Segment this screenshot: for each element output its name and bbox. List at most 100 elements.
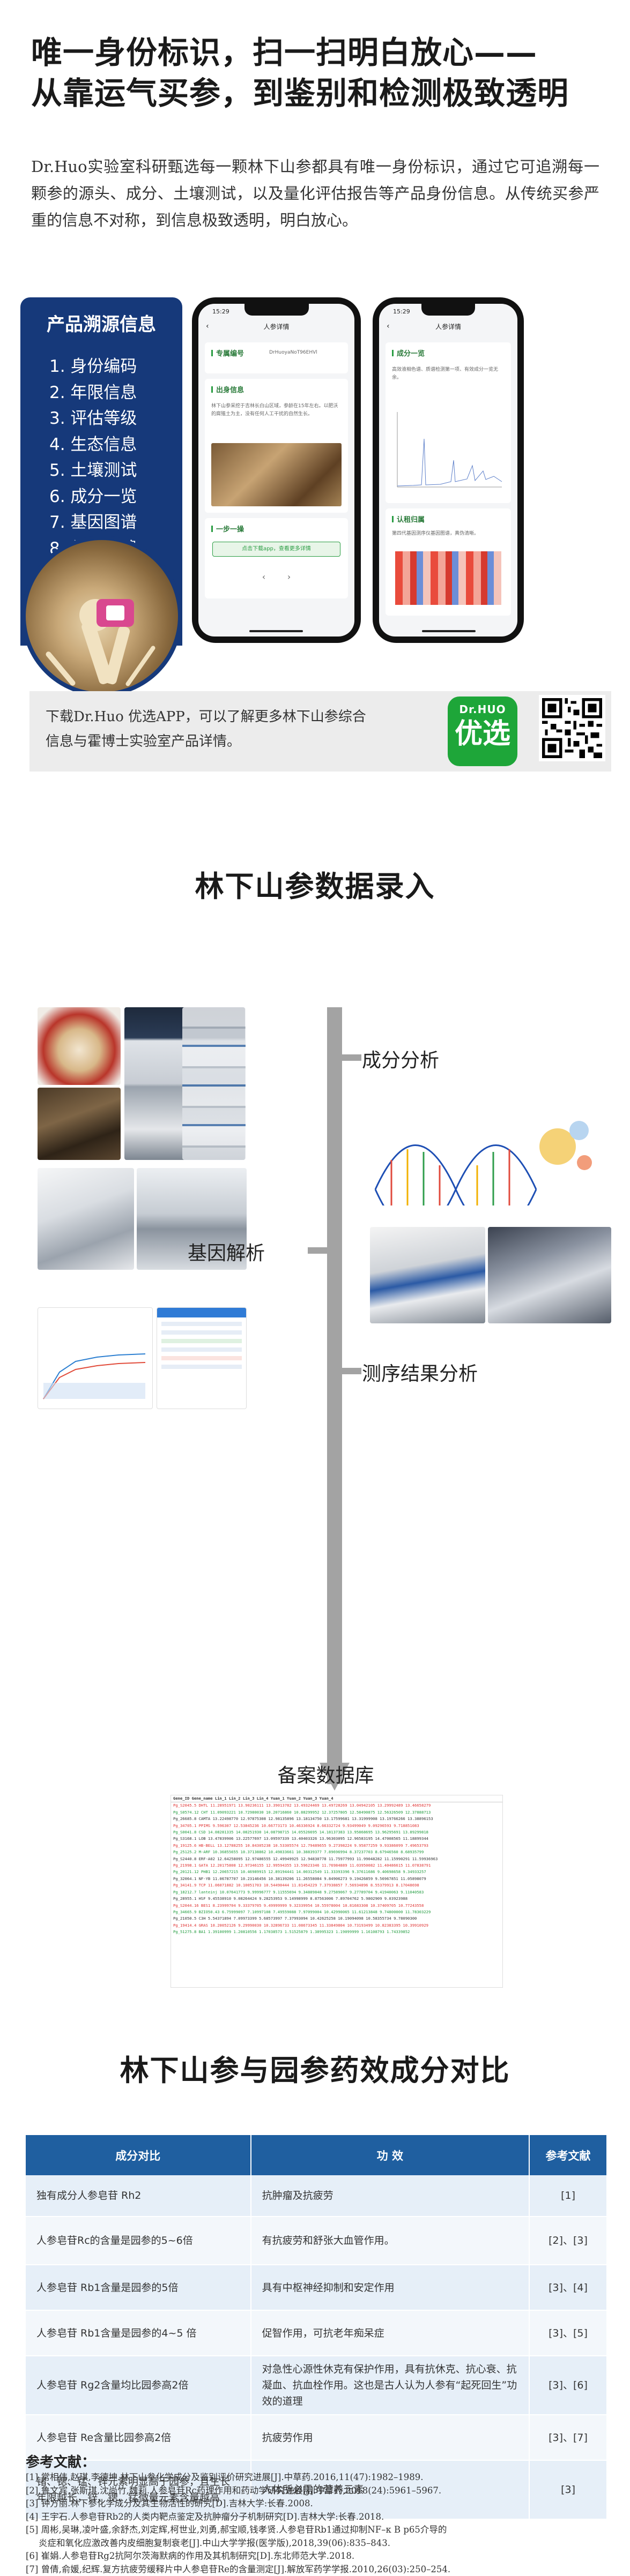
table-row: 人参皂苷 Rb1含量是园参的5倍 具有中枢神经抑制和安定作用 [3]、[4] (26, 2265, 607, 2310)
trace-item: 6. 成分一览 (49, 484, 137, 510)
table-row: 人参皂苷 Rg2含量均比园参高2倍 对急性心源性休克有保护作用，具有抗休克、抗心… (26, 2356, 607, 2415)
download-app-button[interactable]: 点击下载app，查看更多详情 (212, 542, 340, 557)
db-row: Pg_21050.5 C3H 5.54371894 7.09973399 5.6… (171, 1915, 502, 1922)
app-banner-text: 下载Dr.Huo 优选APP，可以了解更多林下山参综合信息与霍博士实验室产品详情… (46, 705, 367, 754)
db-row-values: Pg_19414.4 GRAS 10.20052126 9.29990030 1… (173, 1923, 428, 1928)
hero-title: 唯一身份标识，扫一扫明白放心—— 从靠运气买参，到鉴别和检测极致透明 (31, 32, 599, 114)
chromatogram-chart (392, 407, 505, 492)
ginseng-sample-photo (38, 1007, 121, 1085)
reference-item: [3] 钟方丽.林下参化学成分及其生物活性的研究[D].吉林大学:长春.2008… (26, 2497, 607, 2511)
col-header-component: 成分对比 (26, 2135, 251, 2175)
cell-component: 人参皂苷 Rb1含量是园参的5倍 (26, 2265, 251, 2310)
trace-item: 4. 生态信息 (49, 432, 137, 458)
back-arrow-icon[interactable]: ‹ (206, 322, 209, 331)
cell-ref: [3]、[5] (529, 2310, 607, 2356)
pager-arrows[interactable]: ‹ › (226, 572, 327, 585)
cell-component: 独有成分人参皂苷 Rh2 (26, 2175, 251, 2216)
trace-item: 2. 年限信息 (49, 380, 137, 406)
db-row-values: Pg_51275.8 BA1 1.39100999 1.20810556 1.1… (173, 1929, 410, 1934)
heatmap-image (395, 551, 501, 605)
db-row: Pg_S2440.8 ERF-A02 12.64258095 12.974865… (171, 1856, 502, 1862)
cell-component: 人参皂苷 Rg2含量均比园参高2倍 (26, 2356, 251, 2415)
app-logo[interactable]: Dr.HUO 优选 (448, 697, 517, 766)
db-row: Pg_25125.2 M-ARF 10.36855655 10.37138862… (171, 1849, 502, 1855)
comparison-table: 成分对比 功 效 参考文献 独有成分人参皂苷 Rh2 抗肿瘤及抗疲劳 [1] 人… (26, 2135, 607, 2520)
db-row: Pg_34705.1 PPIMS 9.596307 12.53845236 10… (171, 1823, 502, 1829)
reference-item: [2] 鲁文宾,张斯琪,沈尚竹,魏莉.人参皂苷Rc药理作用和药动学研究进展[J]… (26, 2484, 607, 2498)
db-row-values: Pg_S0041.8 CSD 14.08281335 14.08251930 1… (173, 1830, 428, 1834)
comp-label: 成分一览 (392, 348, 425, 358)
code-label: 专属编号 (211, 348, 244, 358)
db-row-values: Pg_21998.1 GATA 12.20175808 12.97346155 … (173, 1863, 431, 1868)
back-arrow-icon[interactable]: ‹ (387, 322, 390, 331)
comparison-title: 林下山参与园参药效成分对比 (0, 2047, 630, 2089)
db-row: Pg_21998.1 GATA 12.20175808 12.97346155 … (171, 1862, 502, 1869)
db-row-values: Pg_21050.5 C3H 5.54371894 7.09973399 5.6… (173, 1916, 417, 1921)
db-row: Pg_19414.4 GRAS 10.20052126 9.29990030 1… (171, 1922, 502, 1929)
db-row-values: Pg_34141.9 TCP 11.06071882 10.10051703 1… (173, 1883, 419, 1888)
cert-text: 第四代基因测序仪基因图谱，真伪清晰。 (392, 530, 505, 538)
status-time: 15:29 (393, 308, 410, 315)
cell-ref: [2]、[3] (529, 2216, 607, 2265)
db-row: Pg_S2044.16 BES1 8.23999704 9.33379705 9… (171, 1903, 502, 1909)
db-row: Pg_28955.1 HSF 9.45538910 9.08264424 9.2… (171, 1896, 502, 1902)
db-row: Pg_18212.7 lanteinj 10.07641773 9.999967… (171, 1889, 502, 1896)
sequencer-photo (370, 1227, 485, 1323)
app-title: 人参详情 (263, 323, 289, 331)
cell-ref: [3]、[4] (529, 2265, 607, 2310)
sequencing-chart-screenshot (38, 1307, 153, 1409)
db-row: Pg_19125.6 HB-BELL 13.12788255 10.843052… (171, 1843, 502, 1849)
reference-item: [4] 王宇石.人参皂苷Rb2的人类内靶点鉴定及抗肿瘤分子机制研究[D].吉林大… (26, 2511, 607, 2524)
comp-text: 高效液相色谱、质谱检测第一项、有效成分一览无余。 (392, 366, 505, 382)
code-value: DrHuoyaNoT96EHVl (269, 349, 317, 357)
qr-code-icon[interactable] (539, 695, 605, 761)
table-row: 人参皂苷 Re含量比园参高2倍 抗疲劳作用 [3]、[7] (26, 2415, 607, 2460)
label-sequencing-results: 测序结果分析 (362, 1358, 478, 1386)
record-database-table: Gene_ID Gene_name Lin_1 Lin_2 Lin_3 Lin_… (171, 1795, 503, 1988)
db-row-values: Pg_19125.6 HB-BELL 13.12788255 10.843052… (173, 1843, 428, 1848)
hero-intro: Dr.Huo实验室科研甄选每一颗林下山参都具有唯一身份标识，通过它可追溯每一颗参… (31, 153, 599, 234)
trace-item: 5. 土壤测试 (49, 458, 137, 484)
db-row: Pg_S0574.12 CHT 11.09093221 10.72980030 … (171, 1809, 502, 1816)
db-row: Pg_32064.1 NF-YB 11.06787707 10.23146456… (171, 1876, 502, 1882)
dna-model-photo (488, 1227, 611, 1323)
app-logo-top: Dr.HUO (448, 703, 517, 716)
microscope-photo (38, 1168, 134, 1270)
col-header-refs: 参考文献 (529, 2135, 607, 2175)
db-row-values: Pg_32064.1 NF-YB 11.06787707 10.23146456… (173, 1876, 426, 1881)
cell-component: 人参皂苷Rc的含量是园参的5~6倍 (26, 2216, 251, 2265)
trace-item: 3. 评估等级 (49, 406, 137, 432)
label-record-database: 备案数据库 (0, 1760, 630, 1788)
app-title: 人参详情 (435, 323, 461, 331)
db-row: Pg_S3168.1 LOB 13.47839906 13.22577697 1… (171, 1836, 502, 1842)
db-row-values: Pg_S2044.16 BES1 8.23999704 9.33379705 9… (173, 1903, 424, 1908)
db-row-values: Pg_S3168.1 LOB 13.47839906 13.22577697 1… (173, 1836, 428, 1841)
trace-item: 7. 基因图谱 (49, 510, 137, 536)
label-gene-analysis: 基因解析 (188, 1238, 265, 1265)
reference-item: [1] 常相伟,赵琪,李德坤.林下山参化学成分及鉴别评价研究进展[J].中草药.… (26, 2471, 607, 2484)
origin-photo (211, 443, 342, 506)
db-row-values: Pg_20121.12 PHB1 12.20657215 10.46989915… (173, 1869, 426, 1874)
cell-ref: [3]、[7] (529, 2415, 607, 2460)
db-row-values: Pg_26685.8 CAMTA 13.22498770 12.97875308… (173, 1816, 433, 1821)
id-tag-icon (97, 599, 134, 627)
label-component-analysis: 成分分析 (362, 1045, 439, 1073)
hero-title-line2: 从靠运气买参，到鉴别和检测极致透明 (31, 73, 599, 114)
db-row-values: Pg_34665.9 BZIO50.43 6.75999097 7.109971… (173, 1909, 431, 1914)
cell-effect: 抗肿瘤及抗疲劳 (251, 2175, 529, 2216)
trace-list: 1. 身份编码 2. 年限信息 3. 评估等级 4. 生态信息 5. 土壤测试 … (49, 354, 137, 561)
origin-label: 出身信息 (211, 384, 244, 394)
trace-title: 产品溯源信息 (20, 310, 182, 336)
cert-label: 认租归属 (392, 514, 425, 524)
hero-title-line1: 唯一身份标识，扫一扫明白放心—— (31, 32, 599, 73)
data-entry-title: 林下山参数据录入 (0, 863, 630, 905)
table-row: 人参皂苷 Rb1含量是园参的4~5 倍 促智作用，可抗老年痴呆症 [3]、[5] (26, 2310, 607, 2356)
db-row: Pg_34665.9 BZIO50.43 6.75999097 7.109971… (171, 1909, 502, 1915)
cell-ref: [3]、[6] (529, 2356, 607, 2415)
process-timeline (327, 1007, 342, 1784)
ginseng-photo (21, 536, 182, 697)
references-list: [1] 常相伟,赵琪,李德坤.林下山参化学成分及鉴别评价研究进展[J].中草药.… (26, 2471, 607, 2576)
soil-sample-photo (38, 1088, 121, 1160)
app-logo-main: 优选 (448, 716, 517, 752)
origin-text: 林下山参采挖于吉林长白山区域，参龄在15年左右。以肥沃的腐殖土为主，没有任何人工… (211, 402, 342, 418)
